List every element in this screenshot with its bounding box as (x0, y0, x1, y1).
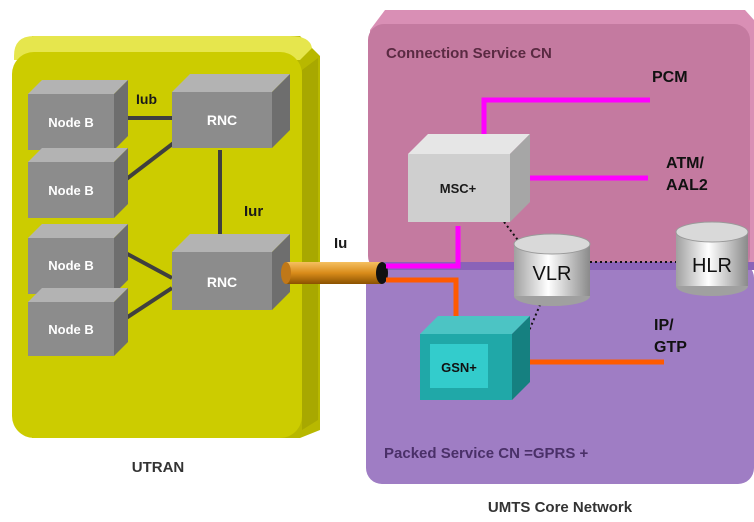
node-b-label: Node B (48, 322, 94, 337)
pcm-link (481, 97, 650, 146)
ps-cn-title: Packed Service CN =GPRS + (384, 445, 589, 462)
rnc-label: RNC (207, 274, 237, 290)
hlr-database: HLR (675, 221, 749, 296)
gsn-node: GSN+ (420, 316, 530, 400)
node-b-2: Node B (28, 148, 128, 218)
utran-caption: UTRAN (132, 459, 185, 476)
vlr-database: VLR (513, 233, 591, 306)
node-b-label: Node B (48, 115, 94, 130)
gsn-label: GSN+ (441, 360, 477, 375)
rnc-bottom: RNC (172, 234, 290, 310)
iu-ps-link (386, 277, 459, 318)
msc-label: MSC+ (440, 181, 477, 196)
hlr-label: HLR (692, 255, 732, 277)
node-b-1: Node B (28, 80, 128, 150)
node-b-label: Node B (48, 183, 94, 198)
vlr-label: VLR (533, 263, 572, 285)
msc-node: MSC+ (408, 134, 530, 222)
iur-label: Iur (244, 203, 263, 220)
pcm-label: PCM (652, 69, 688, 86)
ip-label-line2: GTP (654, 339, 687, 356)
cs-links (386, 97, 650, 269)
iub-label: Iub (136, 91, 157, 107)
cs-cn-title: Connection Service CN (386, 45, 552, 62)
node-b-3: Node B (28, 224, 128, 294)
ip-label-line1: IP/ (654, 317, 674, 334)
atm-label-line1: ATM/ (666, 155, 704, 172)
ps-links (386, 277, 664, 365)
iu-cs-link (386, 226, 461, 269)
node-b-4: Node B (28, 288, 128, 356)
iub-link-4 (118, 286, 174, 324)
atm-label-line2: AAL2 (666, 177, 708, 194)
node-b-label: Node B (48, 258, 94, 273)
iu-cable (281, 262, 388, 284)
rnc-top: RNC (172, 74, 290, 148)
msc-vlr-link (497, 213, 531, 257)
rnc-label: RNC (207, 112, 237, 128)
iu-label: Iu (334, 235, 347, 252)
iub-link-3 (119, 248, 173, 280)
core-network-caption: UMTS Core Network (488, 499, 633, 516)
